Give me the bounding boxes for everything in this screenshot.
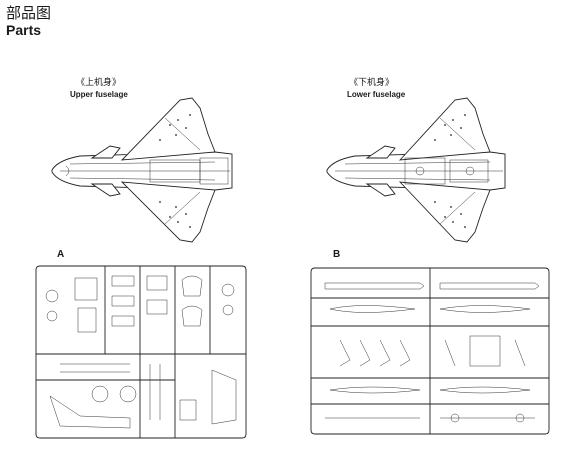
page-title-cn: 部品图 [6,4,52,22]
lower-fuselage-caption-en: Lower fuselage [347,90,406,99]
upper-fuselage-caption-cn: 《上机身》 [76,78,122,88]
lower-fuselage-caption-cn: 《下机身》 [349,78,395,88]
page-title-en: Parts [6,22,42,38]
upper-fuselage-caption-en: Upper fuselage [70,90,128,99]
sprue-b-label: B [333,249,341,260]
sprue-a-label: A [57,249,65,260]
